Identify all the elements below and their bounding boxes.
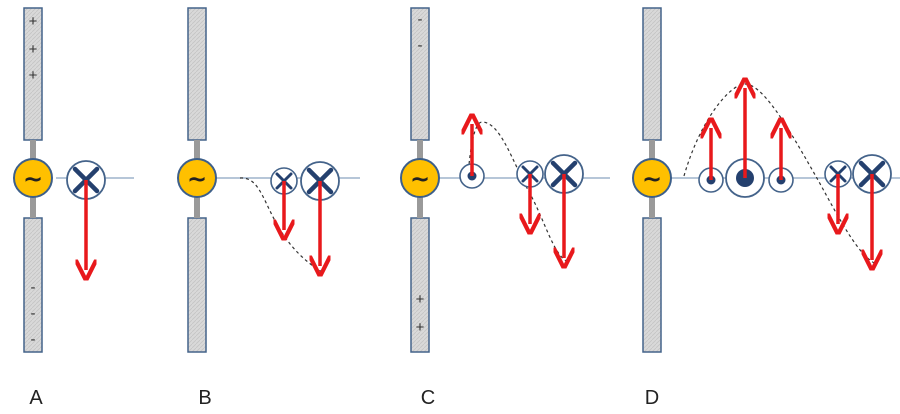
bottom-charge-sign: - (31, 331, 36, 348)
top-charge-sign: + (29, 67, 38, 84)
antenna-bottom-rod (187, 217, 207, 353)
top-charge-sign: - (418, 37, 423, 54)
top-charge-sign: + (29, 13, 38, 30)
panel-b: ~ B (177, 7, 360, 409)
panel-c: ~ - - + + C (400, 7, 610, 409)
ac-source (632, 158, 672, 198)
ac-source (177, 158, 217, 198)
ac-source-symbol: ~ (23, 165, 43, 193)
bottom-charge-sign: + (416, 291, 425, 308)
panel-label: C (421, 387, 435, 409)
ac-source (13, 158, 53, 198)
antenna-top-rod (187, 7, 207, 141)
wave-envelope (683, 83, 877, 265)
ac-source-symbol: ~ (187, 165, 207, 193)
ac-source (400, 158, 440, 198)
antenna-top-rod (642, 7, 662, 141)
wave-envelope (467, 121, 569, 263)
panel-label: A (29, 387, 43, 409)
antenna-bottom-rod (642, 217, 662, 353)
bottom-charge-sign: - (31, 279, 36, 296)
panel-label: B (198, 387, 211, 409)
ac-source-symbol: ~ (642, 165, 662, 193)
top-charge-sign: + (29, 41, 38, 58)
bottom-charge-sign: + (416, 319, 425, 336)
ac-source-symbol: ~ (410, 165, 430, 193)
bottom-charge-sign: - (31, 305, 36, 322)
panel-label: D (645, 387, 659, 409)
panel-d: ~ D (632, 7, 900, 409)
top-charge-sign: - (418, 11, 423, 28)
panel-a: ~ + + + - - - A (13, 7, 134, 409)
